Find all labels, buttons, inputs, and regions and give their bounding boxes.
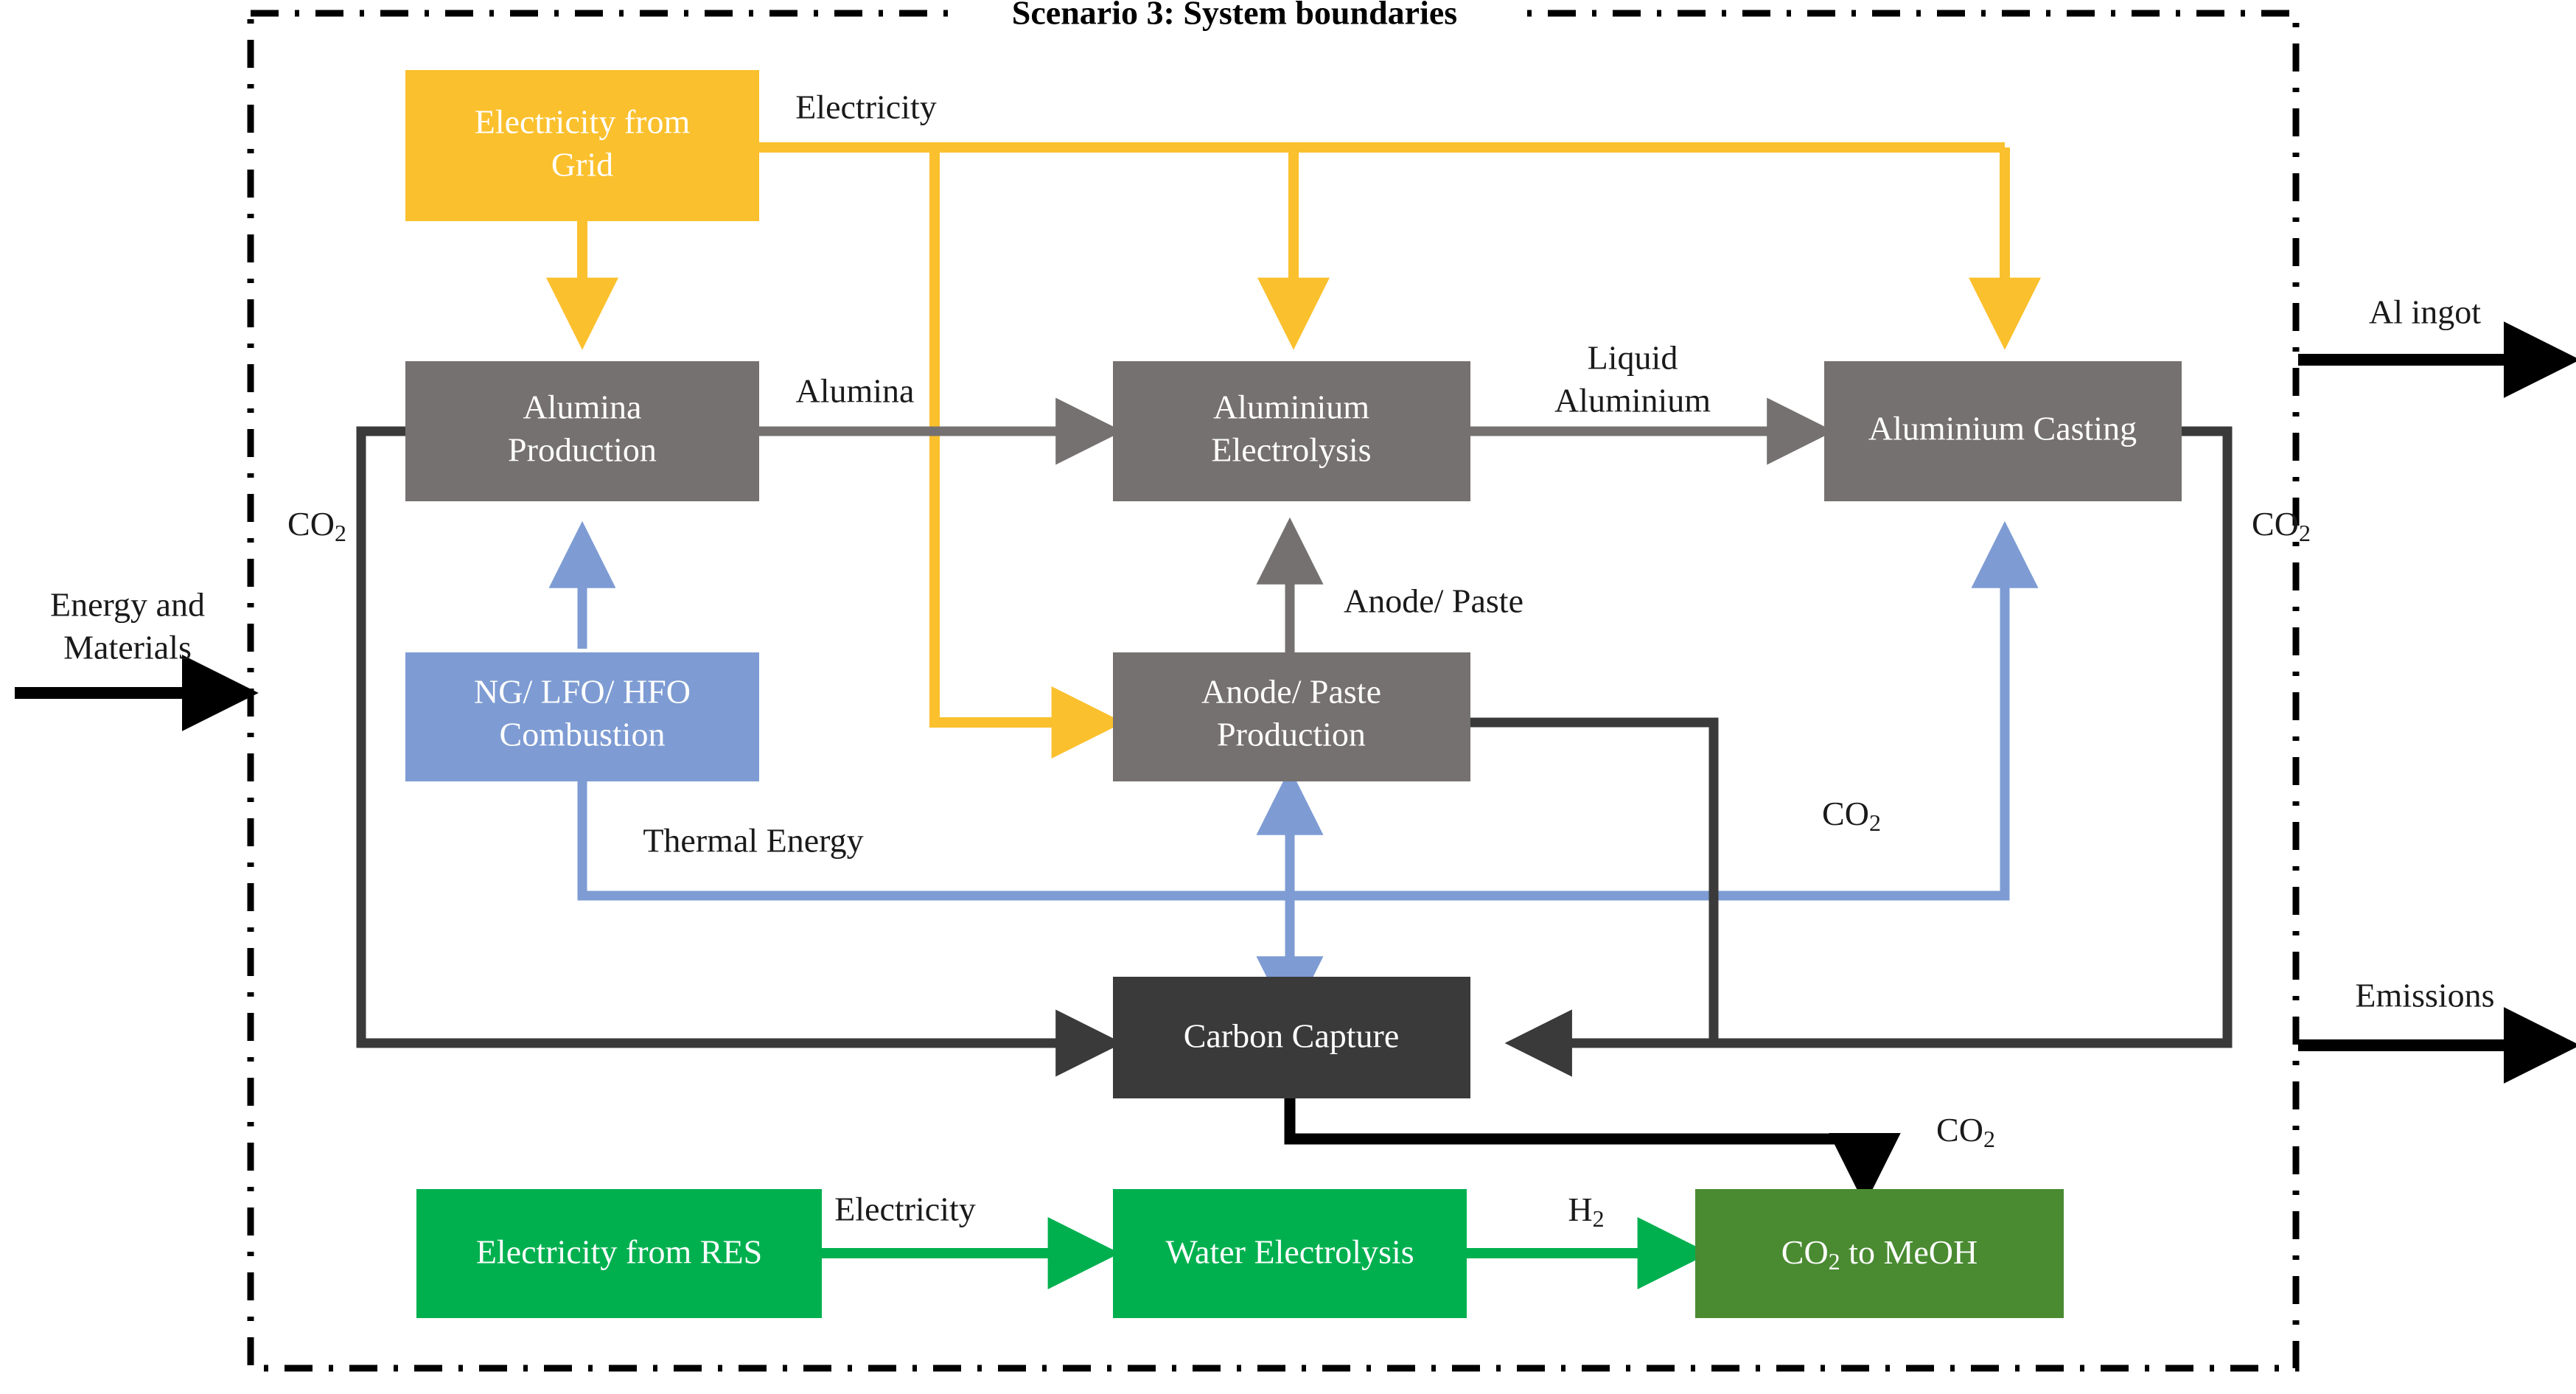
node-aluminium-electrolysis[interactable]: Aluminium Electrolysis xyxy=(1113,361,1470,501)
flow-electricity-to-anode xyxy=(929,147,1124,759)
node-label-meoh: CO2 to MeOH xyxy=(1781,1233,1978,1275)
boundary-title: Scenario 3: System boundaries xyxy=(1012,0,1457,32)
node-label-anode-line2: Production xyxy=(1217,716,1366,753)
flow-label-electricity-top: Electricity xyxy=(795,88,937,126)
co2-meoh-prefix: CO xyxy=(1936,1111,1983,1149)
node-electricity-from-res[interactable]: Electricity from RES xyxy=(416,1189,822,1318)
co2-meoh-sub: 2 xyxy=(1983,1126,1995,1152)
node-label-grid-line2: Grid xyxy=(551,146,613,184)
node-label-electrolysis-line2: Electrolysis xyxy=(1211,431,1371,469)
co2-right-prefix: CO xyxy=(2252,505,2299,543)
node-label-meoh-suffix: to MeOH xyxy=(1840,1233,1978,1271)
node-label-alumina-line2: Production xyxy=(508,431,657,469)
node-label-water-electrolysis: Water Electrolysis xyxy=(1165,1233,1414,1271)
node-label-carbon-capture: Carbon Capture xyxy=(1184,1017,1400,1055)
flow-label-co2-left: CO2 xyxy=(287,505,346,547)
node-carbon-capture[interactable]: Carbon Capture xyxy=(1113,977,1470,1098)
h2-sub: 2 xyxy=(1593,1205,1605,1232)
flow-label-co2-right: CO2 xyxy=(2252,505,2311,547)
io-label-input-line2: Materials xyxy=(63,629,192,666)
co2-mid-sub: 2 xyxy=(1869,809,1881,836)
node-water-electrolysis[interactable]: Water Electrolysis xyxy=(1113,1189,1467,1318)
h2-prefix: H xyxy=(1568,1191,1592,1228)
flow-label-co2-mid: CO2 xyxy=(1822,795,1881,837)
node-ngl-lfo-hfo-combustion[interactable]: NG/ LFO/ HFO Combustion xyxy=(405,652,759,781)
co2-right-sub: 2 xyxy=(2299,520,2311,546)
io-label-input-line1: Energy and xyxy=(50,586,205,624)
co2-left-sub: 2 xyxy=(335,520,346,546)
flow-label-electricity-res: Electricity xyxy=(834,1191,976,1228)
flow-label-liquid-aluminium-line2: Aluminium xyxy=(1554,382,1711,419)
node-label-grid-line1: Electricity from xyxy=(475,103,691,141)
node-label-casting: Aluminium Casting xyxy=(1868,410,2137,447)
node-label-electrolysis-line1: Aluminium xyxy=(1213,388,1369,426)
flow-label-co2-meoh: CO2 xyxy=(1936,1111,1995,1153)
node-co2-to-meoh[interactable]: CO2 to MeOH xyxy=(1695,1189,2064,1318)
node-label-combustion-line2: Combustion xyxy=(500,716,666,753)
node-label-combustion-line1: NG/ LFO/ HFO xyxy=(474,673,691,711)
co2-left-prefix: CO xyxy=(287,505,335,543)
node-alumina-production[interactable]: Alumina Production xyxy=(405,361,759,501)
flow-capture-co2-to-meoh xyxy=(1284,1098,1901,1205)
node-label-meoh-sub: 2 xyxy=(1829,1248,1840,1275)
io-label-emissions: Emissions xyxy=(2355,977,2494,1014)
node-anode-paste-production[interactable]: Anode/ Paste Production xyxy=(1113,652,1470,781)
flow-label-hydrogen: H2 xyxy=(1568,1191,1604,1233)
node-label-alumina-line1: Alumina xyxy=(523,388,642,426)
flow-label-alumina: Alumina xyxy=(796,372,915,410)
node-label-anode-line1: Anode/ Paste xyxy=(1201,673,1381,711)
flow-label-liquid-aluminium-line1: Liquid xyxy=(1588,339,1678,377)
node-aluminium-casting[interactable]: Aluminium Casting xyxy=(1824,361,2182,501)
flow-label-anode-paste: Anode/ Paste xyxy=(1344,582,1523,620)
flow-anode-co2-to-capture xyxy=(1470,717,1719,1077)
node-label-meoh-prefix: CO xyxy=(1781,1233,1829,1271)
io-label-al-ingot: Al ingot xyxy=(2369,293,2481,331)
flow-label-thermal-energy: Thermal Energy xyxy=(643,822,863,860)
co2-mid-prefix: CO xyxy=(1822,795,1869,832)
flow-casting-co2-to-capture xyxy=(1504,426,2233,1077)
flow-alumina-co2-to-capture xyxy=(356,426,1123,1077)
node-electricity-from-grid[interactable]: Electricity from Grid xyxy=(405,70,759,221)
node-label-res: Electricity from RES xyxy=(476,1233,762,1271)
